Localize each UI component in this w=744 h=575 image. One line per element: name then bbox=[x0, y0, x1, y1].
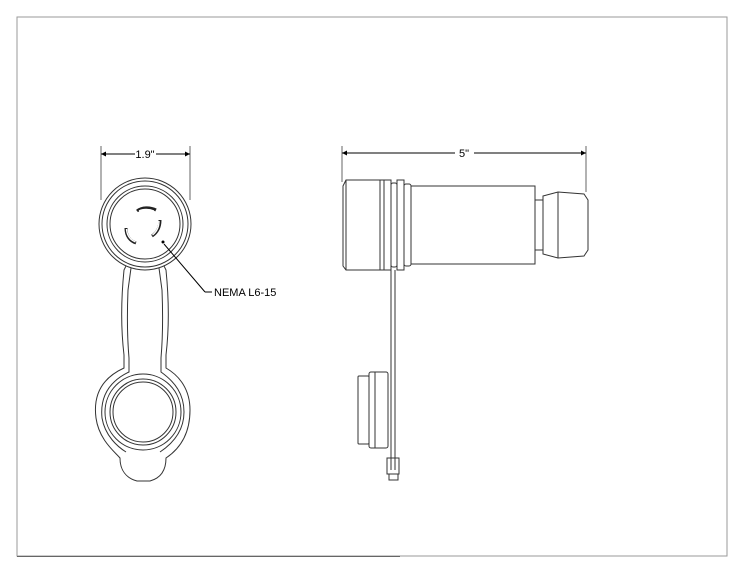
width-dimension-label: 1.9" bbox=[135, 149, 154, 161]
drawing-border bbox=[16, 16, 728, 557]
nema-callout-label: NEMA L6-15 bbox=[214, 287, 276, 299]
side-cap bbox=[357, 371, 389, 449]
twist-lock-slots-icon bbox=[124, 206, 162, 245]
receptacle-body bbox=[342, 179, 589, 481]
side-view bbox=[341, 146, 589, 481]
callout-leader bbox=[161, 240, 212, 293]
receptacle-head bbox=[94, 177, 192, 482]
front-view bbox=[94, 146, 212, 482]
length-dimension bbox=[341, 146, 587, 192]
width-dimension bbox=[100, 146, 191, 200]
cap-ring bbox=[104, 373, 182, 451]
length-dimension-label: 5" bbox=[459, 148, 469, 160]
